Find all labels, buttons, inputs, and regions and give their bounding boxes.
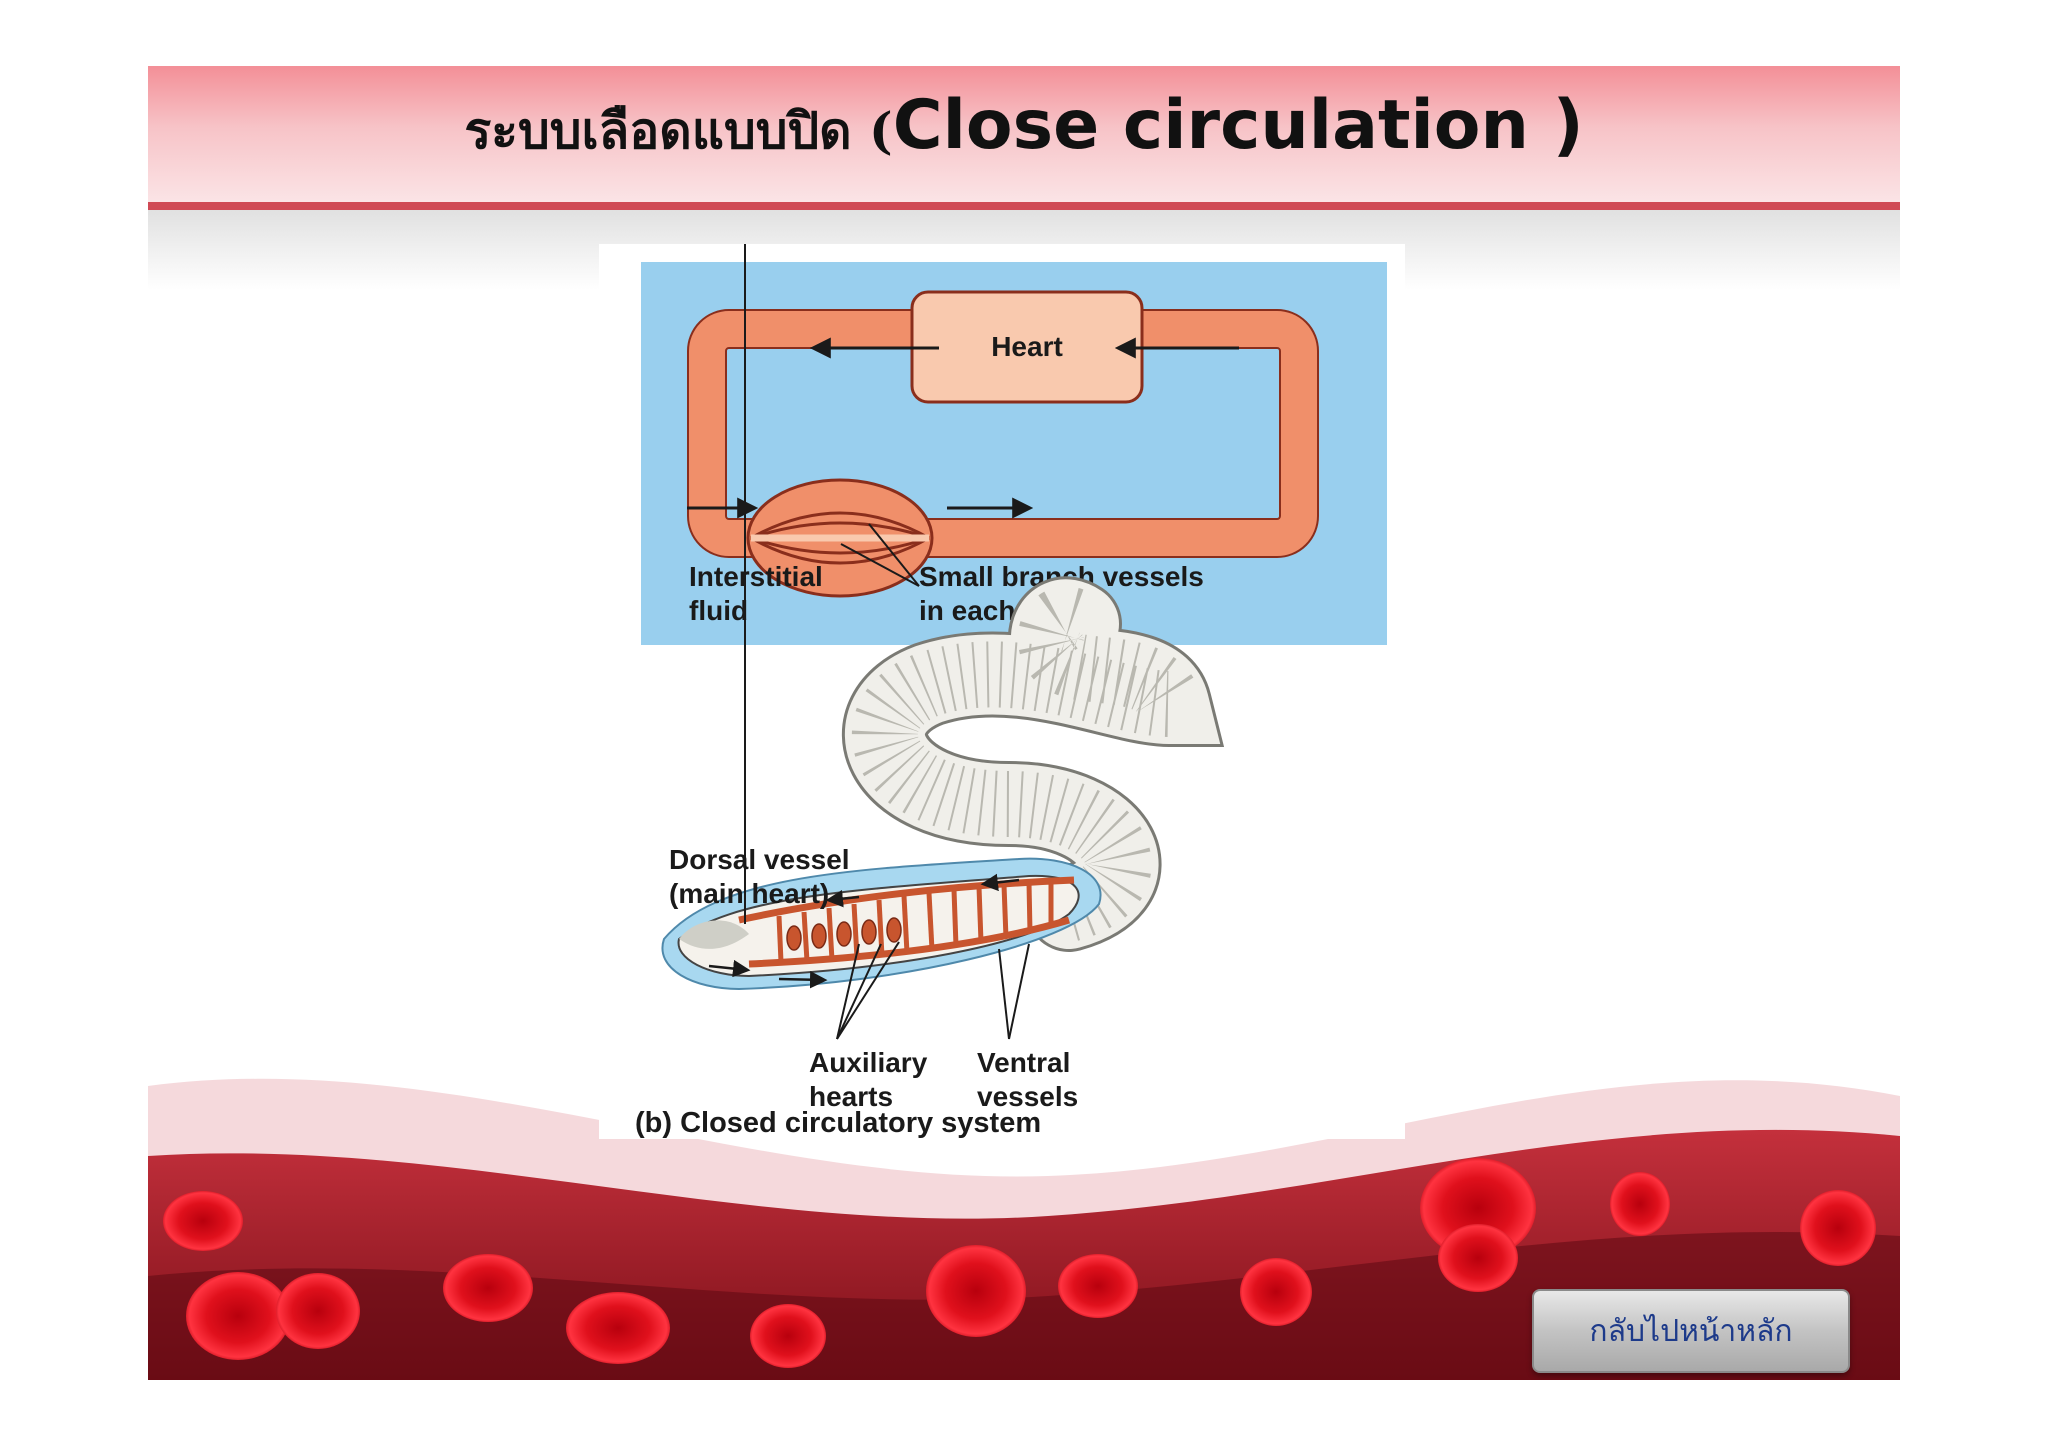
ventral-vessel [748,916,1071,968]
slide: ระบบเลือดแบบปิด (Close circulation ) [148,66,1900,1380]
auxiliary-label-line2: hearts [809,1081,893,1112]
auxiliary-hearts [786,917,902,951]
back-to-home-button[interactable]: กลับไปหน้าหลัก [1532,1289,1850,1373]
slide-title-thai: ระบบเลือดแบบปิด ( [464,101,893,160]
slide-title-english: Close circulation ) [892,86,1584,165]
closed-circulation-diagram: Heart Interstitial fluid [635,244,1387,1139]
ventral-vessels-label: Ventral vessels [977,1047,1078,1112]
circulation-loop-diagram: Heart Interstitial fluid [641,262,1387,645]
ventral-label-line2: vessels [977,1081,1078,1112]
auxiliary-label-line1: Auxiliary [809,1047,928,1078]
dorsal-label-line2: (main heart) [669,878,829,909]
flow-arrow [778,970,828,989]
title-bar: ระบบเลือดแบบปิด (Close circulation ) [148,66,1900,290]
auxiliary-hearts-label: Auxiliary hearts [809,1047,935,1112]
interstitial-fluid-label: Interstitial fluid [689,561,831,626]
flow-arrow [708,959,751,978]
dorsal-label-line1: Dorsal vessel [669,844,850,875]
slide-title: ระบบเลือดแบบปิด (Close circulation ) [148,86,1900,171]
dorsal-vessel-label: Dorsal vessel (main heart) [669,844,857,909]
interstitial-label-line2: fluid [689,595,748,626]
interstitial-label-line1: Interstitial [689,561,823,592]
earthworm-diagram: Dorsal vessel (main heart) Auxiliary hea… [635,244,1225,1139]
red-blood-cells [163,1158,1876,1368]
segmental-vessels [776,882,1054,963]
diagram-panel: Heart Interstitial fluid [599,244,1405,1139]
heart-label: Heart [991,331,1063,362]
blood-cells-footer [148,1078,1900,1380]
flow-arrow [980,873,1020,892]
dorsal-vessel [738,876,1075,924]
flow-arrow [825,889,860,908]
ventral-label-line1: Ventral [977,1047,1070,1078]
diagram-caption: (b) Closed circulatory system [635,1107,1041,1139]
organ-capillary-bed [746,478,934,598]
